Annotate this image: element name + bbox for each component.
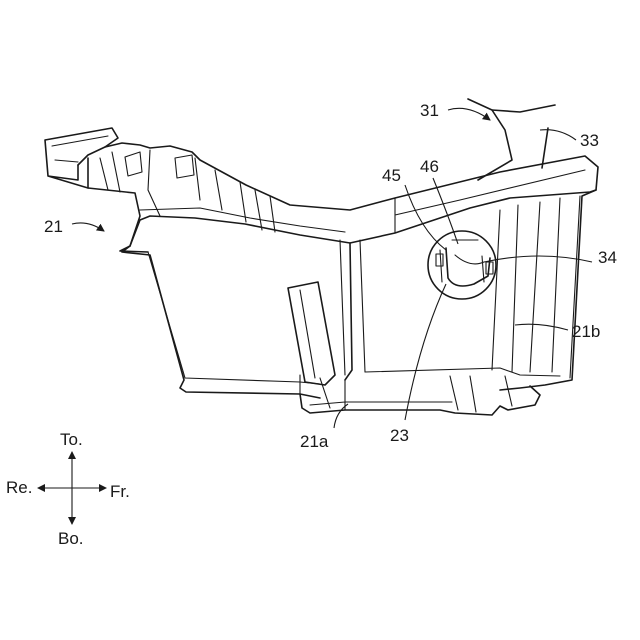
label-21a: 21a: [300, 432, 329, 451]
direction-top-label: To.: [60, 430, 83, 449]
label-33: 33: [580, 131, 599, 150]
detail-circle: [428, 231, 496, 299]
label-23: 23: [390, 426, 409, 445]
direction-bottom-label: Bo.: [58, 529, 84, 548]
label-34: 34: [598, 248, 617, 267]
label-21: 21: [44, 217, 63, 236]
member-31: [468, 99, 555, 180]
container-body: [45, 128, 598, 415]
label-31: 31: [420, 101, 439, 120]
label-21b: 21b: [572, 322, 600, 341]
label-45: 45: [382, 166, 401, 185]
direction-indicator: To. Bo. Re. Fr.: [6, 430, 130, 548]
direction-rear-label: Re.: [6, 478, 32, 497]
label-46: 46: [420, 157, 439, 176]
direction-front-label: Fr.: [110, 482, 130, 501]
